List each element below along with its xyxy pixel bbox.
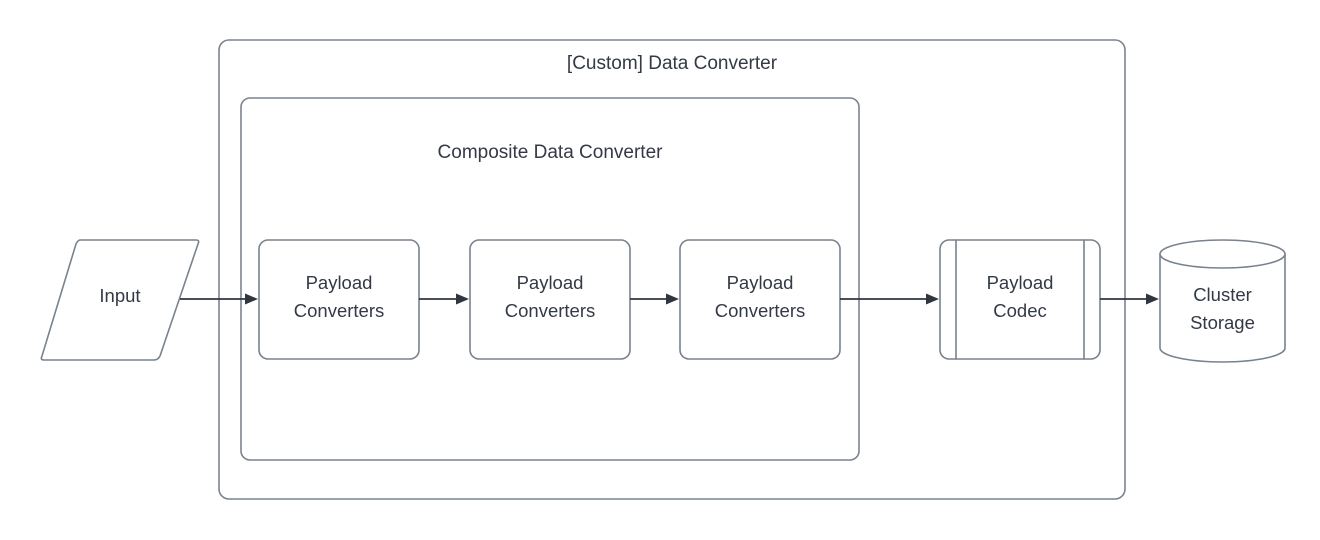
node-payload-codec-label-line1: Payload bbox=[987, 272, 1054, 293]
container-custom-data-converter[interactable] bbox=[218, 39, 1126, 500]
container-composite-data-converter-label: Composite Data Converter bbox=[438, 142, 664, 163]
node-input-label: Input bbox=[99, 285, 140, 306]
node-input[interactable] bbox=[40, 239, 200, 361]
node-payload-converters-1-label-line1: Payload bbox=[306, 272, 373, 293]
node-payload-converters-1-label-line2: Converters bbox=[294, 300, 384, 321]
connector-input-to-converter-1 bbox=[180, 293, 258, 305]
node-cluster-storage-label-line2: Storage bbox=[1190, 312, 1255, 333]
node-payload-codec-label-line2: Codec bbox=[993, 300, 1046, 321]
connector-converter-3-to-codec bbox=[840, 293, 939, 305]
container-composite-data-converter[interactable] bbox=[240, 97, 860, 461]
connector-converter-1-to-converter-2 bbox=[419, 293, 469, 305]
connector-converter-2-to-converter-3 bbox=[630, 293, 679, 305]
node-cluster-storage-top bbox=[1159, 239, 1286, 269]
node-cluster-storage[interactable] bbox=[1159, 253, 1286, 363]
node-cluster-storage-label-line1: Cluster bbox=[1193, 284, 1252, 305]
node-payload-converters-3-label-line2: Converters bbox=[715, 300, 805, 321]
node-payload-converters-3-label-line1: Payload bbox=[727, 272, 794, 293]
node-payload-converters-2-label-line1: Payload bbox=[517, 272, 584, 293]
container-custom-data-converter-label: [Custom] Data Converter bbox=[567, 53, 778, 74]
node-payload-converters-2-label-line2: Converters bbox=[505, 300, 595, 321]
connector-codec-to-cluster-storage bbox=[1100, 293, 1159, 305]
